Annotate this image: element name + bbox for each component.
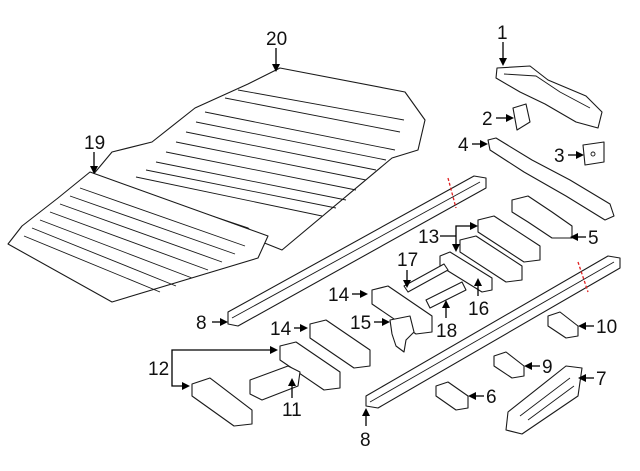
- callout-19: 19: [84, 133, 105, 154]
- part-15-bracket[interactable]: [389, 315, 415, 353]
- callout-8-lower: 8: [360, 430, 371, 451]
- part-3-bracket[interactable]: [582, 141, 605, 166]
- callout-14-upper: 13: [418, 227, 439, 248]
- callout-2: 2: [482, 109, 493, 130]
- callout-12: 11: [282, 400, 302, 421]
- callout-5: 5: [588, 228, 599, 249]
- part-14-crossmember-a[interactable]: [477, 215, 541, 263]
- part-1-crossmember[interactable]: [495, 65, 603, 129]
- callout-15: 15: [350, 313, 371, 334]
- callout-20: 20: [266, 29, 287, 50]
- part-12-bracket[interactable]: [249, 365, 301, 401]
- cut-line-upper: [447, 177, 457, 209]
- part-6-extension[interactable]: [435, 381, 469, 411]
- part-9-extension[interactable]: [493, 351, 525, 379]
- part-7-panel[interactable]: [505, 365, 583, 435]
- part-8-sill-upper[interactable]: [227, 175, 487, 327]
- callout-3: 3: [554, 146, 565, 167]
- callout-13: 14: [270, 319, 292, 340]
- part-10-extension[interactable]: [547, 311, 579, 339]
- callout-9: 9: [542, 357, 553, 378]
- part-8-sill-lower[interactable]: [365, 255, 621, 409]
- leader-lines: [90, 42, 594, 426]
- part-17-bracket[interactable]: [403, 263, 449, 293]
- callout-6: 6: [486, 387, 497, 408]
- part-5-crossmember[interactable]: [511, 195, 573, 239]
- part-14-crossmember-b[interactable]: [459, 235, 523, 283]
- cut-line-lower: [577, 261, 589, 293]
- part-11-crossmember-lower[interactable]: [191, 377, 253, 427]
- callout-labels: 20 19 1 2 3 4 5 13 17 16 14 18 15 14 12 …: [84, 23, 617, 451]
- part-13-crossmember[interactable]: [309, 319, 371, 369]
- part-2-bracket[interactable]: [512, 103, 531, 131]
- callout-17: 17: [397, 250, 418, 271]
- callout-14-lower: 14: [328, 285, 350, 306]
- part-18-bracket[interactable]: [425, 281, 467, 309]
- callout-1: 1: [497, 23, 508, 44]
- callout-4: 4: [458, 135, 469, 156]
- callout-16: 16: [468, 299, 489, 320]
- callout-7: 7: [596, 369, 607, 390]
- callout-10: 10: [596, 317, 617, 338]
- part-11-crossmember-upper[interactable]: [279, 341, 341, 391]
- part-19-front-floor-pan[interactable]: [7, 171, 269, 303]
- callout-18: 18: [436, 321, 457, 342]
- part-14-crossmember-c[interactable]: [371, 285, 433, 335]
- callout-11: 12: [148, 359, 169, 380]
- callout-8-upper: 8: [196, 313, 207, 334]
- part-4-crossmember[interactable]: [487, 137, 615, 221]
